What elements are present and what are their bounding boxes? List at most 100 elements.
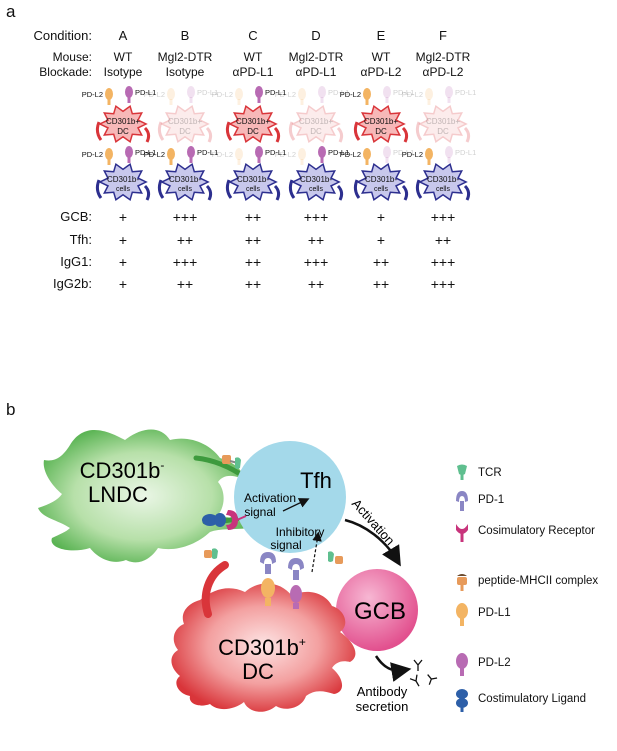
svg-text:DC: DC [247, 127, 259, 136]
gcb-cell [336, 569, 418, 651]
svg-text:cells: cells [309, 186, 324, 193]
svg-text:PD-L2: PD-L2 [340, 150, 361, 159]
score-cell: + [376, 209, 386, 225]
legend-label: TCR [478, 467, 502, 479]
svg-text:CD301b-: CD301b- [107, 175, 139, 184]
score-cell: +++ [430, 254, 456, 270]
svg-text:cells: cells [436, 186, 451, 193]
mouse-F: Mgl2-DTR [415, 50, 471, 64]
svg-text:PD-L2: PD-L2 [144, 90, 165, 99]
svg-text:DC: DC [179, 127, 191, 136]
svg-text:PD-L1: PD-L1 [328, 88, 349, 97]
score-cell: ++ [434, 232, 452, 248]
lndc-tfh-tcr-mhc-pair [222, 455, 241, 469]
svg-text:CD301b+: CD301b+ [299, 117, 333, 126]
score-cell: +++ [303, 209, 329, 225]
panel-a-letter: a [6, 2, 16, 21]
svg-text:PD-L2: PD-L2 [212, 150, 233, 159]
pdl1-icon [456, 603, 468, 626]
svg-text:PD-L1: PD-L1 [455, 88, 476, 97]
svg-text:CD301b+: CD301b+ [168, 117, 202, 126]
score-cell: ++ [244, 232, 262, 248]
svg-text:DC: DC [375, 127, 387, 136]
blockade-D: αPD-L1 [295, 65, 337, 79]
score-cell: ++ [244, 254, 262, 270]
svg-text:PD-L1: PD-L1 [265, 88, 286, 97]
condition-E: E [376, 28, 386, 43]
score-cell: ++ [372, 276, 390, 292]
legend-label: Cosimulatory Receptor [478, 525, 595, 537]
legend-label: peptide-MHCII complex [478, 575, 599, 587]
svg-text:PD-L2: PD-L2 [402, 150, 423, 159]
score-cell: +++ [430, 209, 456, 225]
svg-text:CD301b-: CD301b- [427, 175, 459, 184]
svg-text:CD301b-: CD301b- [237, 175, 269, 184]
blockade-A: Isotype [103, 65, 143, 79]
score-cell: ++ [307, 276, 325, 292]
gcb-label: GCB [354, 598, 406, 625]
pd1-icon [456, 491, 468, 511]
score-cell: ++ [307, 232, 325, 248]
svg-text:CD301b+: CD301b+ [106, 117, 140, 126]
legend-label: PD-1 [478, 494, 505, 506]
svg-text:CD301b-: CD301b- [365, 175, 397, 184]
score-label-gcb: GCB: [60, 209, 92, 224]
svg-text:PD-L1: PD-L1 [393, 88, 414, 97]
activation-signal-line1: Activation [244, 491, 296, 505]
lndc-tfh-costim-pair [202, 510, 247, 530]
mouse-row-label: Mouse: [52, 50, 92, 64]
svg-text:PD-L2: PD-L2 [144, 150, 165, 159]
legend-label: PD-L1 [478, 607, 511, 619]
lndc-label-line1: CD301b- [80, 458, 165, 483]
inhibitory-signal-line2: signal [270, 538, 301, 552]
score-label-tfh: Tfh: [69, 232, 92, 247]
svg-text:PD-L1: PD-L1 [393, 148, 414, 157]
tfh-cell [234, 441, 346, 553]
score-cell: ++ [176, 232, 194, 248]
score-cell: ++ [176, 276, 194, 292]
svg-text:PD-L2: PD-L2 [275, 90, 296, 99]
score-cell: + [118, 254, 128, 270]
svg-text:DC: DC [437, 127, 449, 136]
inhibitory-signal-arrow [311, 531, 322, 573]
score-label-igg1: IgG1: [60, 254, 92, 269]
score-cell: ++ [372, 254, 390, 270]
tcr-icon [457, 464, 467, 480]
svg-text:PD-L1: PD-L1 [197, 148, 218, 157]
svg-text:cells: cells [116, 186, 131, 193]
antibody-label-line2: secretion [356, 699, 409, 714]
dc-label-line1: CD301b+ [218, 635, 306, 660]
condition-C: C [248, 28, 258, 43]
svg-text:CD301b-: CD301b- [169, 175, 201, 184]
svg-text:PD-L1: PD-L1 [135, 88, 156, 97]
costim-receptor-icon [456, 524, 468, 542]
score-cell: +++ [430, 276, 456, 292]
tfh-label: Tfh [300, 468, 332, 493]
antibody-label-line1: Antibody [357, 684, 408, 699]
mouse-E: WT [371, 50, 391, 64]
blockade-row-label: Blockade: [39, 65, 92, 79]
activation-arrow [344, 518, 401, 567]
mhc-icon [457, 574, 467, 591]
mouse-A: WT [113, 50, 133, 64]
pd1-pdl1-pair [260, 552, 276, 606]
panel-b-letter: b [6, 400, 16, 419]
pd1-pdl2-pair [288, 558, 304, 609]
score-cell: + [118, 209, 128, 225]
blockade-C: αPD-L1 [232, 65, 274, 79]
dc-tfh-tcr-pairs [204, 548, 343, 564]
svg-text:PD-L2: PD-L2 [340, 90, 361, 99]
svg-text:cells: cells [246, 186, 261, 193]
svg-text:cells: cells [374, 186, 389, 193]
antibody-icons [409, 659, 438, 687]
condition-B: B [180, 28, 190, 43]
svg-text:PD-L1: PD-L1 [135, 148, 156, 157]
svg-text:PD-L2: PD-L2 [402, 90, 423, 99]
svg-text:PD-L2: PD-L2 [275, 150, 296, 159]
